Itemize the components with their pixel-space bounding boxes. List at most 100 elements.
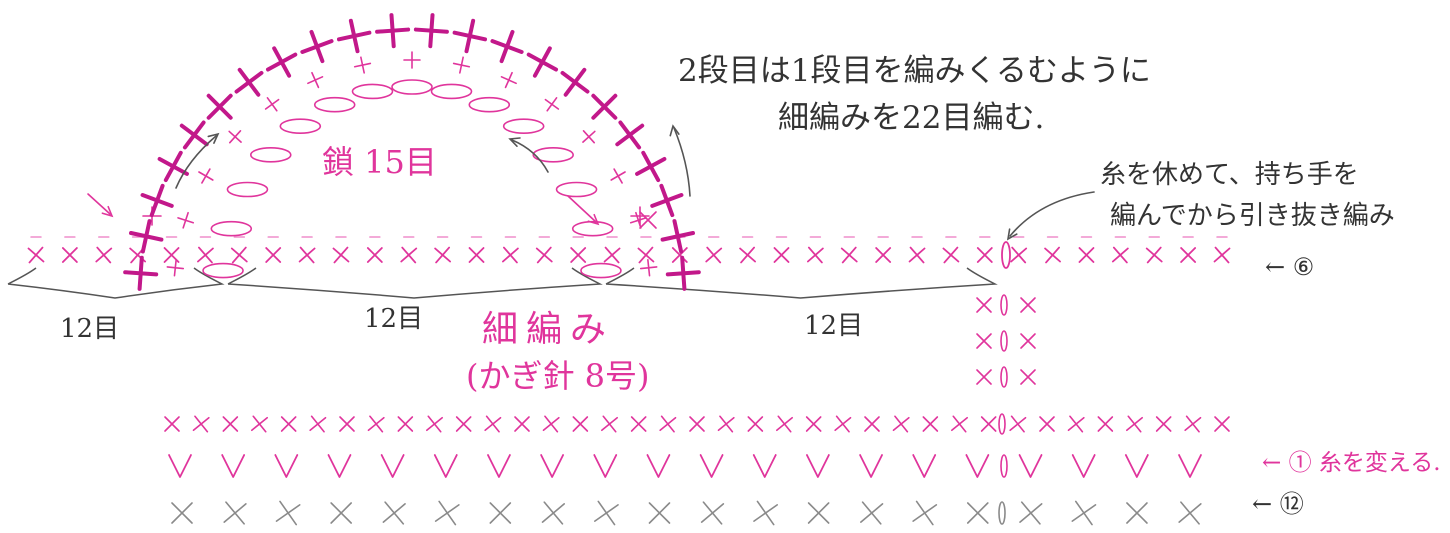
row2-stitch-25 (864, 416, 880, 432)
row2-stitch-21-stroke (747, 416, 764, 432)
chain-stitch-9 (430, 83, 473, 100)
row2-stitch-10 (426, 415, 443, 433)
row6-stitch-26 (875, 247, 892, 263)
row12-stitch-12 (753, 500, 778, 526)
handle-round1-stitch-9-stroke (452, 56, 471, 74)
row12-stitch-16-stroke (966, 502, 989, 524)
rest-yarn-note-line1: 糸を休めて、持ち手を (1100, 160, 1359, 190)
row12-stitch-4-stroke (330, 502, 352, 524)
row6-stitch-31 (1044, 246, 1061, 264)
side-left-stitch-2 (976, 333, 992, 349)
row6-stitch-36 (1213, 246, 1231, 264)
row6-stitch-14 (468, 247, 485, 263)
handle-round1-stitch-14-stroke (629, 211, 647, 229)
row2-stitch-15-stroke (572, 416, 589, 432)
row2-stitch-21 (747, 416, 764, 432)
start-arrow-left (87, 193, 111, 215)
rest-yarn-pointer-head (1006, 228, 1018, 241)
row12-stitch-19 (1126, 502, 1148, 524)
row1-increase-18 (1071, 454, 1096, 478)
row2-stitch-11-stroke (455, 416, 472, 432)
row2-stitch-9-stroke (397, 416, 414, 432)
round2-instruction-line2: 細編みを22目編む. (778, 100, 1045, 136)
chain-stitch-5 (279, 118, 322, 134)
handle-round1-stitch-2 (177, 211, 195, 229)
handle-round2-stitch-4 (157, 150, 189, 183)
row2-stitch-2-stroke (192, 415, 210, 433)
row12-stitch-3 (275, 500, 301, 526)
side-left-stitch-1 (976, 297, 992, 313)
direction-arrow-left-head (207, 132, 220, 144)
handle-round2-stitch-18 (615, 120, 645, 150)
row2-stitch-23 (805, 416, 822, 432)
row6-stitch-32-stroke (1078, 247, 1095, 263)
row2-stitch-4-stroke (251, 415, 268, 433)
handle-round2-stitch-10 (336, 18, 372, 54)
handle-round2-stitch-7 (234, 67, 264, 97)
row6-stitch-24-stroke (807, 246, 824, 264)
row12-stitch-3-stroke (275, 500, 301, 526)
side-slip-stitch-2 (1000, 330, 1008, 352)
row2-stitch-33-stroke (1097, 416, 1114, 432)
handle-round1-stitch-3-stroke (198, 168, 214, 184)
row2-stitch-27 (922, 416, 939, 432)
row6-stitch-30 (1010, 246, 1028, 264)
row2-stitch-5 (280, 416, 297, 432)
row1-increase-8 (540, 454, 565, 478)
row12-stitch-17 (1019, 501, 1043, 525)
handle-round1-stitch-10-stroke (500, 71, 517, 89)
row2-stitch-26-stroke (892, 415, 910, 433)
handle-round2-stitch-17 (591, 93, 618, 120)
side-left-stitch-2-stroke (976, 333, 992, 349)
row2-stitch-6 (309, 415, 327, 433)
row1-increase-3 (274, 454, 299, 478)
row12-stitch-6 (434, 500, 460, 526)
row2-stitch-11 (455, 416, 472, 432)
row6-stitch-12 (400, 246, 418, 264)
side-left-stitch-3 (976, 369, 992, 385)
row6-stitch-34-stroke (1145, 246, 1163, 264)
handle-round1-stitch-1-stroke (166, 258, 185, 277)
handle-round2-stitch-15-stroke (526, 46, 559, 78)
row1-increase-4 (327, 454, 352, 478)
handle-round1-stitch-15 (639, 258, 658, 277)
chain-stitch-14 (571, 220, 614, 237)
handle-round2-stitch-8 (265, 46, 298, 78)
row6-stitch-9-stroke (298, 246, 316, 264)
row6-stitch-29-stroke (976, 247, 993, 263)
row6-stitch-17 (570, 247, 587, 263)
handle-round1-stitch-7 (353, 56, 372, 74)
row2-stitch-3 (222, 416, 239, 432)
row12-stitch-8 (541, 501, 566, 525)
row2-stitch-24 (834, 415, 852, 433)
count-middle-label: 12目 (364, 304, 424, 334)
row2-stitch-30-stroke (1009, 415, 1027, 433)
handle-round2-stitch-4-stroke (157, 150, 189, 183)
handle-round2-stitch-10-stroke (336, 18, 372, 54)
row6-stitch-8 (265, 247, 282, 263)
bracket-right (605, 267, 998, 299)
rest-yarn-pointer (1009, 191, 1095, 237)
row2-stitch-15 (572, 416, 589, 432)
row6-stitch-21-stroke (705, 246, 723, 264)
row2-stitch-28-stroke (951, 415, 968, 433)
row12-stitch-6-stroke (434, 500, 460, 526)
direction-arrow-right-head (669, 124, 680, 137)
handle-round2-stitch-14 (490, 29, 524, 64)
row6-stitch-31-stroke (1044, 246, 1061, 264)
row6-stitch-29 (976, 247, 993, 263)
handle-round2-stitch-16 (560, 67, 590, 97)
row1-increase-11 (699, 454, 724, 478)
row6-stitch-19 (637, 246, 655, 264)
row6-stitch-9 (298, 246, 316, 264)
row6-stitch-3-stroke (95, 246, 113, 264)
chain-stitch-6 (313, 96, 356, 113)
chain-stitch-1 (202, 262, 244, 279)
row2-stitch-1 (164, 416, 180, 432)
direction-arrow-inner (511, 139, 549, 173)
row6-stitch-23 (773, 247, 790, 263)
handle-base-right-stitch-stroke (630, 206, 650, 226)
row2-stitch-29-stroke (980, 416, 997, 432)
row6-stitch-21 (705, 246, 723, 264)
